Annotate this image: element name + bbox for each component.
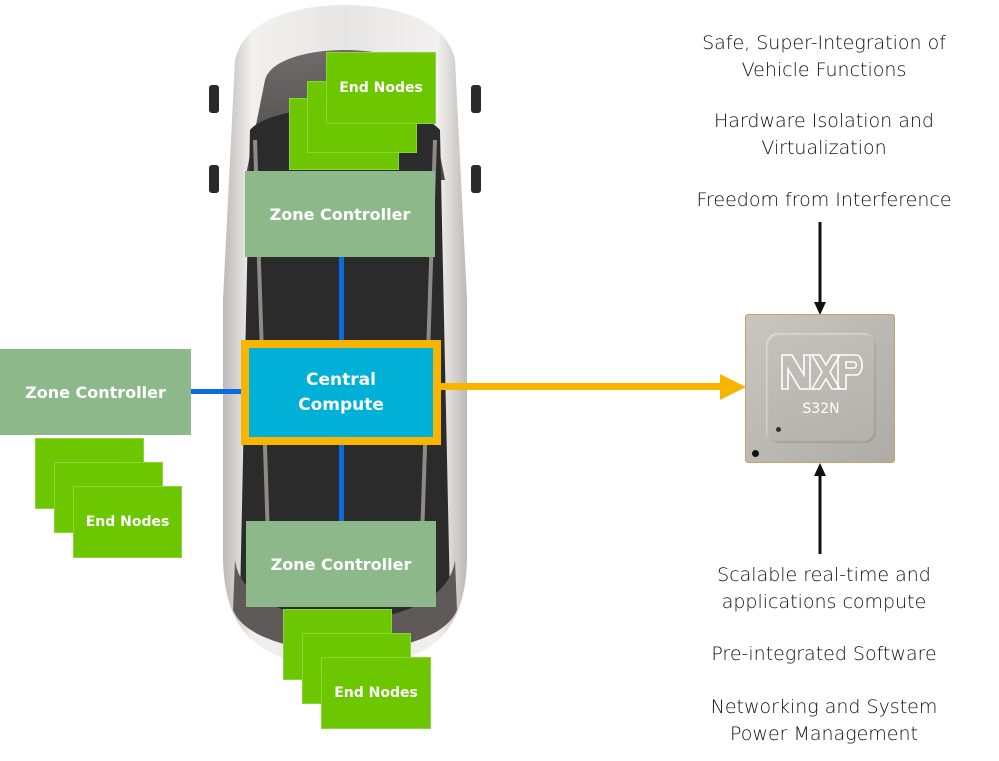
end-nodes-label: End Nodes (334, 685, 418, 701)
zone-controller-label: Zone Controller (270, 554, 412, 574)
nxp-s32n-chip: S32N (745, 314, 895, 463)
chip-model-label: S32N (802, 401, 840, 417)
zone-controller-label: Zone Controller (25, 382, 166, 402)
feature-hardware-isolation: Hardware Isolation and Virtualization (713, 110, 934, 159)
link-left-zone-central (190, 389, 242, 394)
chip-pin1-dot (776, 427, 781, 432)
end-nodes-label: End Nodes (339, 80, 423, 96)
zone-controller-rear: Zone Controller (246, 521, 436, 607)
zone-controller-left: Zone Controller (0, 349, 191, 435)
feature-super-integration: Safe, Super-Integration of Vehicle Funct… (702, 32, 946, 81)
arrow-top-features-to-chip (814, 222, 826, 315)
central-compute-highlight: Central Compute (241, 340, 441, 445)
feature-scalable-compute: Scalable real-time and applications comp… (717, 564, 931, 613)
nxp-logo-icon (781, 354, 863, 390)
chip-die: S32N (766, 333, 876, 443)
end-nodes-label: End Nodes (85, 514, 170, 530)
arrow-bottom-features-to-chip (814, 463, 826, 554)
arrow-central-to-chip (440, 374, 746, 400)
zone-controller-label: Zone Controller (269, 204, 411, 224)
end-nodes-left: End Nodes (73, 486, 182, 558)
central-compute-label: Central Compute (298, 369, 384, 415)
feature-freedom-from-interference: Freedom from Interference (696, 189, 952, 211)
link-central-rear-zone (339, 444, 344, 522)
zone-controller-front: Zone Controller (245, 171, 435, 257)
feature-pre-integrated-software: Pre-integrated Software (711, 643, 937, 665)
end-nodes-rear: End Nodes (321, 657, 431, 729)
central-compute: Central Compute (249, 348, 433, 437)
end-nodes-front: End Nodes (326, 52, 436, 124)
feature-networking-power: Networking and System Power Management (710, 696, 938, 745)
chip-corner-dot (752, 450, 759, 457)
link-front-zone-central (339, 256, 344, 342)
